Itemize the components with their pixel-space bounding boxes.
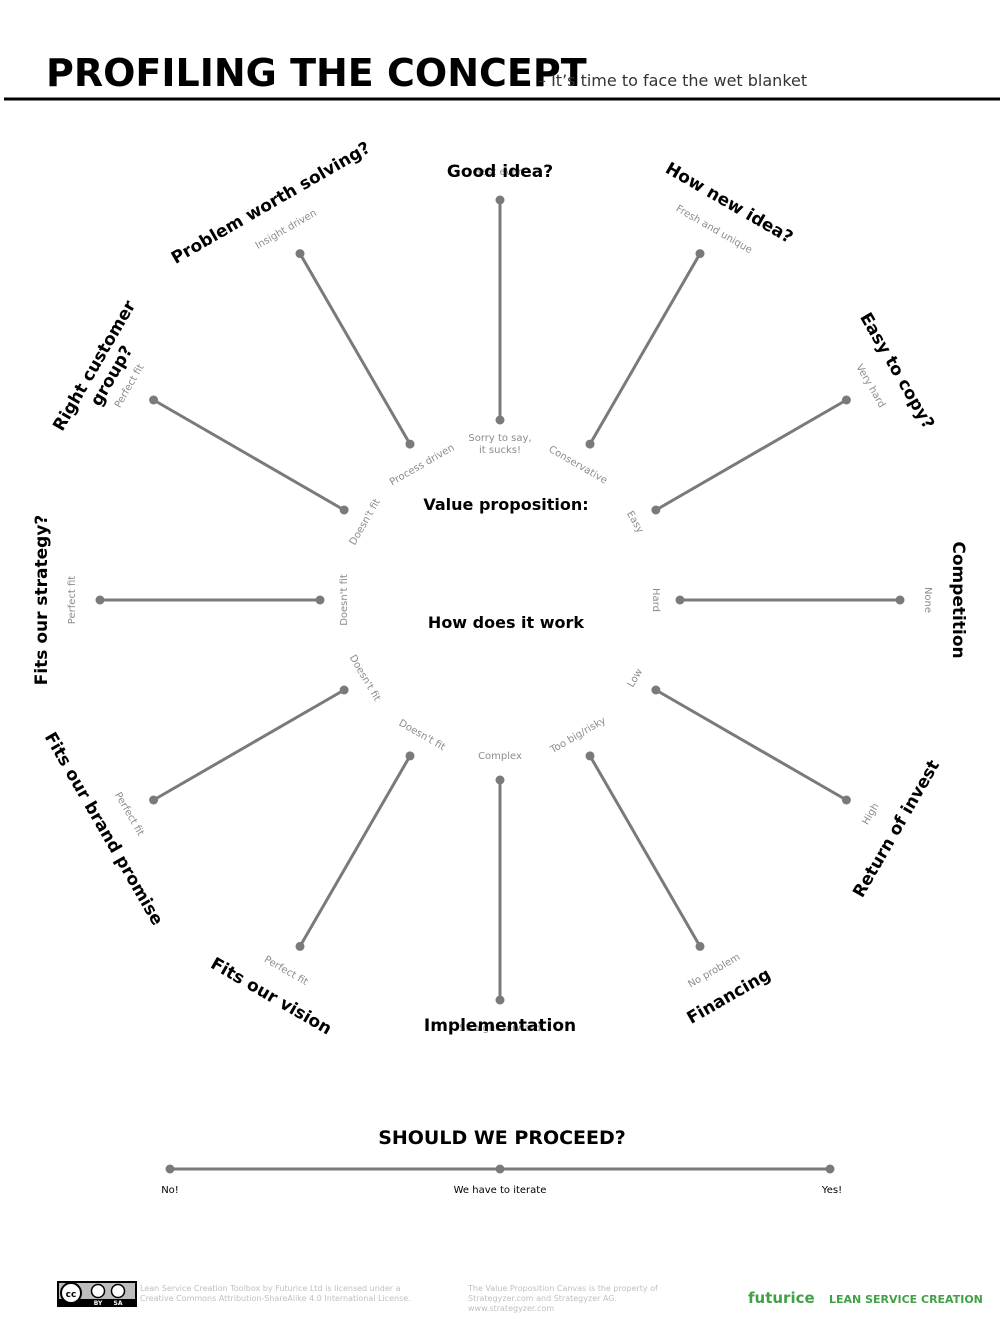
axis-inner-dot-9[interactable] [315, 595, 325, 605]
lean-service-creation-label: LEAN SERVICE CREATION [829, 1293, 983, 1306]
vpc-text-line-0: The Value Proposition Canvas is the prop… [467, 1284, 658, 1293]
page-subtitle: – It’s time to face the wet blanket [538, 71, 807, 90]
axis-outer-dot-7[interactable] [295, 941, 305, 951]
axis-inner-dot-7[interactable] [405, 751, 415, 761]
proceed-dot-iterate[interactable] [495, 1164, 505, 1174]
axis-title-3: Competition [948, 541, 968, 658]
vpc-text-line-1: Strategyzer.com and Strategyzer AG. [468, 1294, 617, 1303]
axis-title-6: Implementation [424, 1016, 576, 1036]
axis-outer-label-9: Perfect fit [67, 576, 78, 625]
value-proposition-label: Value proposition: [423, 495, 588, 514]
axis-title-9: Fits our strategy? [32, 515, 52, 686]
axis-outer-label-4: High [861, 802, 882, 827]
axis-inner-dot-5[interactable] [585, 751, 595, 761]
axis-outer-dot-1[interactable] [695, 249, 705, 259]
license-text-line-1: Creative Commons Attribution-ShareAlike … [140, 1294, 411, 1303]
axis-inner-label-8: Doesn't fit [347, 653, 382, 703]
proceed-label-no: No! [161, 1185, 179, 1196]
axis-line-5[interactable] [588, 754, 702, 948]
axis-title-8: Fits our brand promise [40, 729, 167, 929]
axis-title-11: Problem worth solving? [168, 138, 374, 268]
license-text-line-0: Lean Service Creation Toolbox by Futuric… [140, 1284, 401, 1293]
page-title: PROFILING THE CONCEPT [46, 51, 587, 95]
axis-inner-dot-2[interactable] [651, 505, 661, 515]
axis-inner-dot-6[interactable] [495, 775, 505, 785]
cc-sa-icon [110, 1283, 126, 1299]
axis-inner-label-3: Hard [650, 588, 661, 612]
axis-outer-label-3: None [922, 587, 933, 613]
proceed-dot-yes[interactable] [825, 1164, 835, 1174]
axis-outer-dot-8[interactable] [149, 795, 159, 805]
axis-inner-label-4: Low [626, 667, 645, 690]
how-does-it-work-label: How does it work [428, 613, 584, 632]
axis-line-4[interactable] [654, 688, 848, 802]
axis-inner-dot-1[interactable] [585, 439, 595, 449]
cc-sa-label: SA [114, 1300, 123, 1307]
axis-outer-label-0: Best ever! [474, 167, 526, 178]
cc-license-badge: cc BY SA [57, 1281, 137, 1307]
axis-inner-label-5: Too big/risky [548, 715, 608, 756]
cc-by-label: BY [94, 1300, 103, 1307]
axis-line-8[interactable] [152, 688, 346, 802]
axis-outer-dot-11[interactable] [295, 249, 305, 259]
axis-outer-dot-3[interactable] [895, 595, 905, 605]
axis-line-7[interactable] [298, 754, 412, 948]
axis-inner-label-7: Doesn't fit [397, 718, 447, 753]
axis-title-0: Good idea? [447, 162, 553, 182]
axis-inner-dot-0[interactable] [495, 415, 505, 425]
proceed-label-yes: Yes! [821, 1185, 842, 1196]
axis-line-2[interactable] [654, 398, 848, 512]
cc-by-icon [90, 1283, 106, 1299]
license-text: Lean Service Creation Toolbox by Futuric… [140, 1284, 411, 1303]
axis-inner-label-9: Doesn't fit [339, 574, 350, 626]
axis-outer-label-2: Very hard [853, 363, 887, 410]
axis-outer-dot-2[interactable] [841, 395, 851, 405]
proceed-title: SHOULD WE PROCEED? [378, 1127, 626, 1149]
axis-inner-dot-11[interactable] [405, 439, 415, 449]
vpc-text-line-2: www.strategyzer.com [468, 1304, 554, 1313]
axis-inner-label-0: Sorry to say,it sucks! [468, 433, 531, 456]
axis-inner-dot-8[interactable] [339, 685, 349, 695]
axis-inner-dot-3[interactable] [675, 595, 685, 605]
proceed-label-iterate: We have to iterate [454, 1185, 547, 1196]
axis-inner-label-6: Complex [478, 751, 522, 762]
futurice-logo: futurice [748, 1289, 815, 1307]
axis-line-11[interactable] [298, 252, 412, 446]
axis-inner-label-10: Doesn't fit [348, 497, 383, 547]
axis-outer-dot-5[interactable] [695, 941, 705, 951]
axis-inner-dot-10[interactable] [339, 505, 349, 515]
axis-outer-dot-9[interactable] [95, 595, 105, 605]
axis-outer-dot-6[interactable] [495, 995, 505, 1005]
proceed-dot-no[interactable] [165, 1164, 175, 1174]
axis-outer-label-6: Straight forward [459, 1023, 540, 1034]
radial-diagram: Sorry to say,it sucks! Best ever!Good ide… [32, 138, 968, 1039]
axis-outer-dot-10[interactable] [149, 395, 159, 405]
axis-inner-label-11: Process driven [388, 442, 457, 488]
axis-inner-label-1: Conservative [547, 444, 609, 486]
axis-title-4: Return of invest [849, 757, 944, 901]
cc-icon: cc [66, 1290, 77, 1300]
axis-line-10[interactable] [152, 398, 346, 512]
axis-inner-dot-4[interactable] [651, 685, 661, 695]
axis-line-1[interactable] [588, 252, 702, 446]
axis-outer-dot-4[interactable] [841, 795, 851, 805]
vpc-text: The Value Proposition Canvas is the prop… [467, 1284, 658, 1313]
axis-outer-dot-0[interactable] [495, 195, 505, 205]
axis-inner-label-2: Easy [624, 509, 645, 535]
